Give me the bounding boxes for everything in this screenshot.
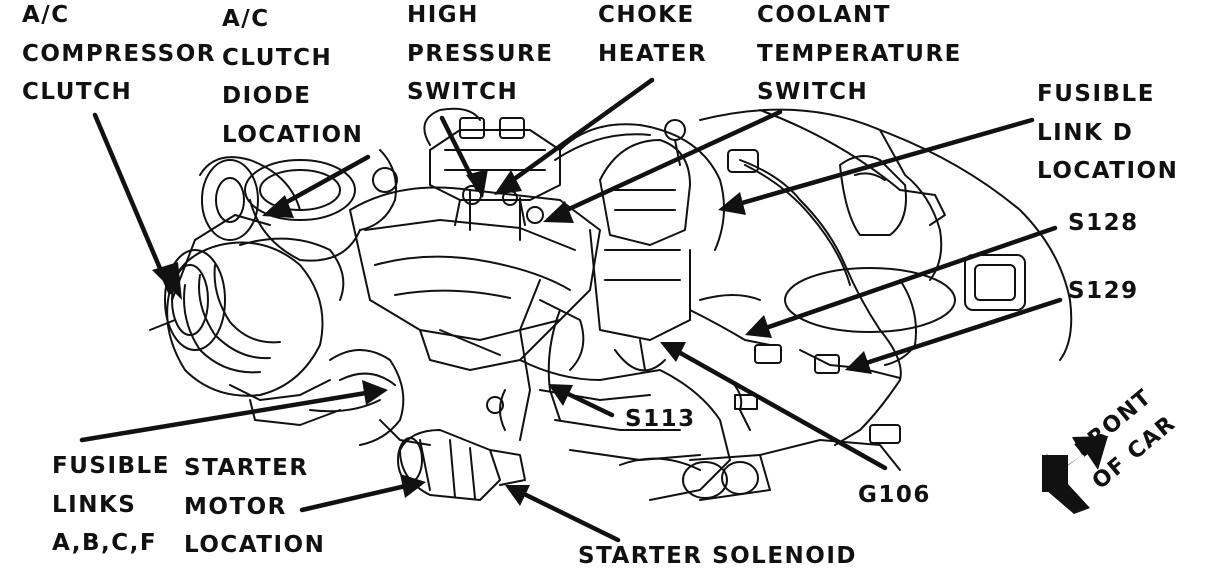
- arrow-fusible-link-d: [732, 117, 1035, 208]
- arrow-coolant-switch: [553, 109, 783, 218]
- high-pressure-switch-line-2: PRESSURE: [407, 40, 554, 67]
- arrow-starter-motor: [299, 482, 413, 513]
- fusible-links-line-1: FUSIBLE: [52, 453, 170, 479]
- fusible-link-d-line-3: LOCATION: [1037, 158, 1179, 184]
- arrow-s128: [757, 225, 1058, 333]
- label-s129: S129: [1068, 272, 1139, 311]
- fusible-links-line-3: A,B,C,F: [52, 530, 158, 556]
- s113-text: S113: [625, 406, 696, 432]
- ac-clutch-diode-line-3: DIODE: [222, 83, 312, 109]
- headlight: [964, 254, 1026, 311]
- fusible-links-line-2: LINKS: [52, 491, 137, 518]
- fusible-link-d-line-1: FUSIBLE: [1037, 81, 1155, 107]
- high-pressure-switch-line-1: HIGH: [407, 2, 479, 28]
- arrow-starter-solenoid: [517, 489, 621, 543]
- coolant-switch-line-3: SWITCH: [757, 79, 869, 105]
- ac-compressor-clutch-line-1: A/C: [22, 2, 70, 28]
- label-fusible-links-abcf: FUSIBLE LINKS A,B,C,F: [52, 447, 170, 563]
- ac-compressor-clutch-line-3: CLUTCH: [22, 79, 133, 105]
- label-fusible-link-d: FUSIBLE LINK D LOCATION: [1037, 75, 1178, 191]
- starter-motor-line-1: STARTER: [184, 455, 309, 481]
- label-starter-motor: STARTER MOTOR LOCATION: [184, 449, 325, 565]
- arrow-choke-heater: [503, 77, 655, 188]
- label-starter-solenoid: STARTER SOLENOID: [578, 537, 857, 576]
- arrow-s113: [557, 387, 615, 418]
- s128-text: S128: [1068, 210, 1139, 236]
- label-ac-clutch-diode: A/C CLUTCH DIODE LOCATION: [222, 0, 363, 154]
- label-high-pressure-switch: HIGH PRESSURE SWITCH: [407, 0, 553, 112]
- front-of-car-arrow: FRONT OF CAR: [1042, 385, 1181, 514]
- fusible-link-d-line-2: LINK D: [1037, 119, 1134, 146]
- label-ac-compressor-clutch: A/C COMPRESSOR CLUTCH: [22, 0, 216, 112]
- g106-text: G106: [858, 482, 931, 508]
- arrow-ac-clutch-diode: [273, 154, 371, 211]
- label-g106: G106: [858, 476, 931, 515]
- radiator-hose-loop: [784, 267, 956, 333]
- s129-text: S129: [1068, 278, 1139, 304]
- arrow-g106: [672, 347, 888, 471]
- coolant-switch-line-1: COOLANT: [757, 2, 891, 28]
- ac-clutch-diode-line-4: LOCATION: [222, 121, 364, 148]
- ac-clutch-diode-line-2: CLUTCH: [222, 44, 333, 71]
- engine-block: [349, 186, 601, 371]
- ac-compressor: [149, 214, 341, 426]
- starter-motor-line-2: MOTOR: [184, 493, 287, 520]
- label-choke-heater: CHOKE HEATER: [598, 0, 707, 73]
- label-coolant-temperature-switch: COOLANT TEMPERATURE SWITCH: [757, 0, 962, 112]
- ac-compressor-clutch-line-2: COMPRESSOR: [22, 40, 216, 67]
- distributor: [589, 119, 691, 372]
- starter-solenoid-text: STARTER SOLENOID: [578, 543, 857, 569]
- arrow-s129: [857, 297, 1063, 368]
- choke-heater-line-1: CHOKE: [598, 2, 695, 28]
- arrow-fusible-links-abcf: [79, 389, 375, 443]
- starter-motor-line-3: LOCATION: [184, 532, 326, 558]
- choke-heater-line-2: HEATER: [598, 40, 708, 67]
- high-pressure-switch-line-3: SWITCH: [407, 79, 519, 105]
- label-s128: S128: [1068, 204, 1139, 243]
- label-s113: S113: [625, 400, 696, 439]
- arrow-ac-compressor-clutch: [92, 112, 173, 295]
- starter-motor: [397, 429, 526, 501]
- carburetor: [429, 117, 561, 226]
- ac-clutch-diode-line-1: A/C: [222, 6, 270, 32]
- coolant-switch-line-2: TEMPERATURE: [757, 40, 962, 67]
